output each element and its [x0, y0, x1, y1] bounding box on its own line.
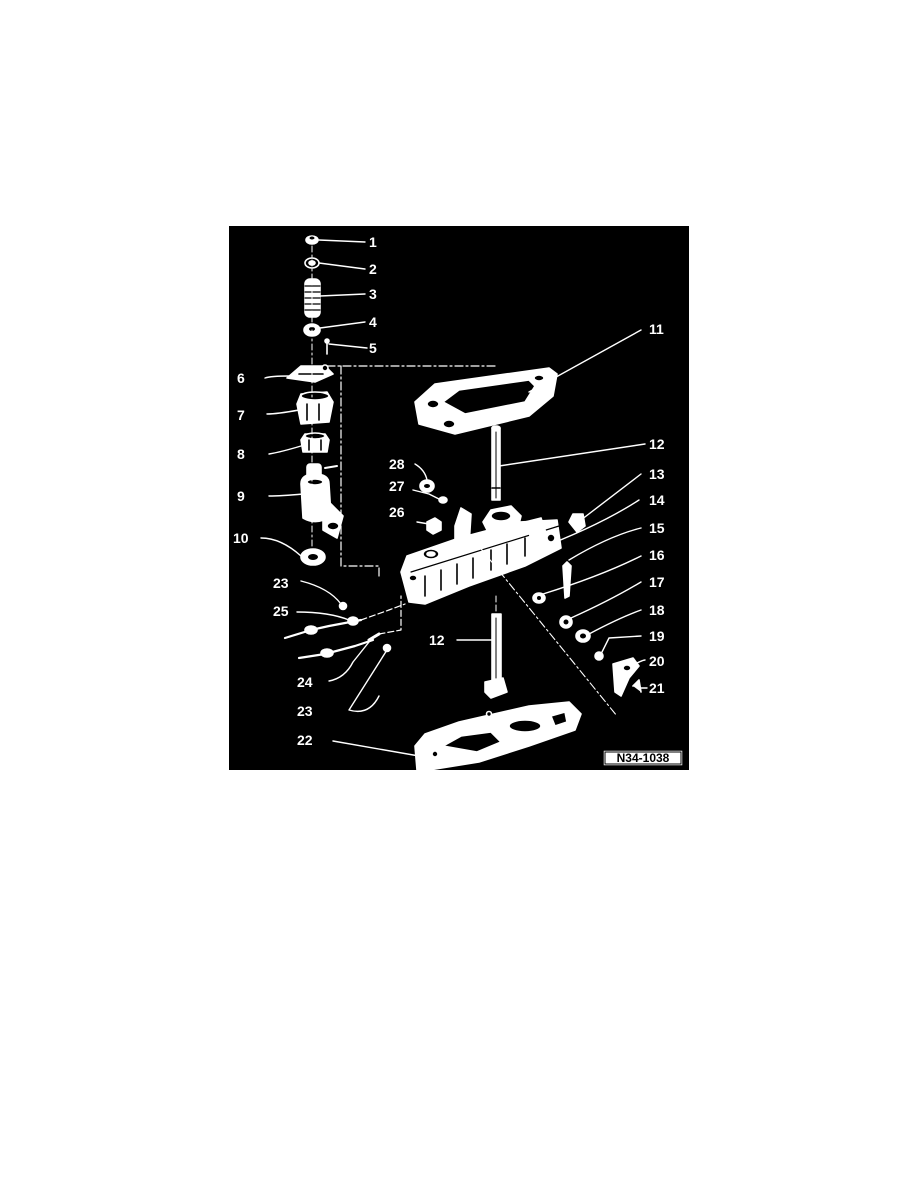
- part-21-screw: [632, 679, 642, 693]
- callout-22: 22: [297, 732, 313, 748]
- part-28-washer: [419, 479, 435, 493]
- shift-housing: [400, 505, 562, 605]
- part-26-nut: [426, 517, 442, 535]
- part-27-nut: [438, 496, 448, 504]
- callout-2: 2: [369, 261, 377, 277]
- callout-24: 24: [297, 674, 313, 690]
- part-12-upper-shaft: [491, 425, 501, 501]
- callout-25: 25: [273, 603, 289, 619]
- callout-16: 16: [649, 547, 665, 563]
- callout-5: 5: [369, 340, 377, 356]
- part-11-gasket: [414, 367, 558, 435]
- callout-9: 9: [237, 488, 245, 504]
- callout-6: 6: [237, 370, 245, 386]
- callout-18: 18: [649, 602, 665, 618]
- part-15-bolt: [562, 561, 572, 599]
- part-7-housing: [296, 391, 334, 425]
- reference-code-box: N34-1038: [602, 749, 684, 767]
- part-1-nut: [305, 235, 319, 245]
- part-18-ring: [575, 629, 591, 643]
- callout-12-lower: 12: [429, 632, 445, 648]
- exploded-parts-diagram: 1 2 3 4 5 6 7 8 9 10 11 12 12 13 14 15 1…: [229, 226, 689, 770]
- reference-code: N34-1038: [617, 751, 670, 765]
- callout-17: 17: [649, 574, 665, 590]
- callout-10: 10: [233, 530, 249, 546]
- part-9-lever-housing: [300, 463, 344, 539]
- callout-23-upper: 23: [273, 575, 289, 591]
- callout-14: 14: [649, 492, 665, 508]
- part-10-ring: [300, 548, 326, 566]
- callout-15: 15: [649, 520, 665, 536]
- part-13-block: [568, 513, 586, 533]
- callout-19: 19: [649, 628, 665, 644]
- callout-21: 21: [649, 680, 665, 696]
- callout-7: 7: [237, 407, 245, 423]
- callout-8: 8: [237, 446, 245, 462]
- callout-11: 11: [649, 321, 664, 337]
- callout-27: 27: [389, 478, 405, 494]
- part-12-lower-shaft: [484, 595, 508, 699]
- cable-lower: [297, 595, 402, 660]
- callout-28: 28: [389, 456, 405, 472]
- callout-13: 13: [649, 466, 665, 482]
- part-5-pin: [324, 338, 330, 355]
- callout-1: 1: [369, 234, 377, 250]
- callout-26: 26: [389, 504, 405, 520]
- cable-upper: [283, 603, 406, 640]
- part-22-base: [414, 701, 582, 770]
- part-17-bushing: [559, 615, 573, 629]
- part-6-bracket: [286, 364, 334, 383]
- callout-3: 3: [369, 286, 377, 302]
- part-23-clip-lower: [382, 643, 392, 653]
- part-16-ring: [532, 592, 546, 604]
- part-8-bearing: [300, 432, 330, 453]
- callout-4: 4: [369, 314, 377, 330]
- callout-23-lower: 23: [297, 703, 313, 719]
- callout-20: 20: [649, 653, 665, 669]
- part-20-bracket: [612, 657, 640, 697]
- callout-12-upper: 12: [649, 436, 665, 452]
